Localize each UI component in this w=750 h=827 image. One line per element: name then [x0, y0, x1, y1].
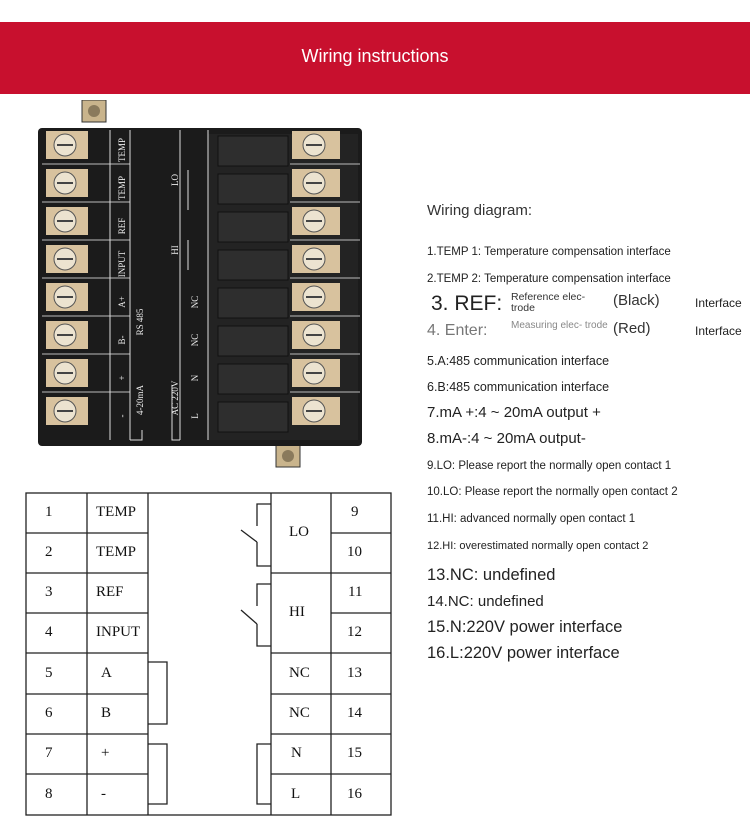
instruction-item-13: 13.NC: undefined — [427, 566, 556, 584]
device-label-temp1: TEMP — [117, 138, 127, 162]
device-label-minus: - — [117, 415, 127, 418]
device-label-ac220v: AC 220V — [170, 380, 180, 415]
instruction-item-12: 12.HI: overestimated normally open conta… — [427, 540, 649, 552]
table-label-minus: - — [101, 786, 106, 802]
device-label-lo: LO — [170, 174, 180, 186]
device-photo: TEMP TEMP REF INPUT A+ B- + - RS 485 4-2… — [30, 99, 370, 470]
instruction-item-9: 9.LO: Please report the normally open co… — [427, 460, 672, 472]
device-label-ref: REF — [117, 218, 127, 235]
table-num-2: 2 — [45, 544, 53, 560]
device-label-rs485: RS 485 — [135, 308, 145, 335]
table-label-temp2: TEMP — [96, 544, 137, 560]
instruction-item-3: 3. REF: Reference elec- trode (Black) In… — [427, 292, 747, 316]
wiring-table-grid — [25, 492, 392, 816]
table-label-a: A — [101, 665, 112, 681]
table-num-1: 1 — [45, 504, 53, 520]
enter-color: (Red) — [613, 320, 651, 337]
table-num-7: 7 — [45, 745, 53, 761]
table-label-temp1: TEMP — [96, 504, 137, 520]
device-label-input: INPUT — [117, 250, 127, 277]
table-label-n: N — [291, 745, 302, 761]
ref-description: Reference elec- trode — [511, 291, 586, 314]
table-label-input: INPUT — [96, 624, 141, 640]
instruction-item-10: 10.LO: Please report the normally open c… — [427, 486, 678, 498]
ref-interface: Interface — [695, 296, 742, 310]
table-num-14: 14 — [347, 705, 362, 721]
instruction-item-7: 7.mA +:4 ~ 20mA output + — [427, 404, 601, 421]
table-num-3: 3 — [45, 584, 53, 600]
right-terminals — [292, 131, 340, 425]
device-label-plus: + — [117, 375, 127, 380]
table-num-15: 15 — [347, 745, 362, 761]
relay-blocks — [217, 135, 289, 433]
bottom-clip-screw — [282, 450, 294, 462]
table-num-6: 6 — [45, 705, 53, 721]
controller-illustration: TEMP TEMP REF INPUT A+ B- + - RS 485 4-2… — [38, 99, 362, 468]
table-label-plus: + — [101, 745, 110, 761]
instruction-item-5: 5.A:485 communication interface — [427, 354, 610, 368]
table-num-5: 5 — [45, 665, 53, 681]
table-num-13: 13 — [347, 665, 362, 681]
table-num-12: 12 — [347, 624, 362, 640]
table-label-nc1: NC — [289, 665, 310, 681]
table-label-lo: LO — [289, 524, 309, 540]
wiring-table: 1 2 3 4 5 6 7 8 TEMP TEMP REF INPUT A B … — [25, 492, 395, 817]
instruction-item-6: 6.B:485 communication interface — [427, 380, 610, 394]
device-label-nc1: NC — [190, 296, 200, 309]
device-left-labels: TEMP TEMP REF INPUT A+ B- + - RS 485 4-2… — [117, 138, 200, 419]
table-num-16: 16 — [347, 786, 362, 802]
table-label-l: L — [291, 786, 301, 802]
left-terminals — [46, 131, 88, 425]
device-label-nc2: NC — [190, 334, 200, 347]
device-label-4-20ma: 4-20mA — [135, 385, 145, 415]
device-label-n: N — [190, 374, 200, 381]
device-label-a: A+ — [117, 296, 127, 308]
enter-label: 4. Enter: — [427, 322, 488, 339]
table-num-8: 8 — [45, 786, 53, 802]
page-title: Wiring instructions — [301, 46, 449, 66]
table-label-nc2: NC — [289, 705, 310, 721]
instruction-item-8: 8.mA-:4 ~ 20mA output- — [427, 430, 586, 447]
header-banner: Wiring instructions — [0, 22, 750, 94]
instruction-item-4: 4. Enter: Measuring elec- trode (Red) In… — [427, 320, 747, 344]
table-label-ref: REF — [96, 584, 124, 600]
table-num-11: 11 — [348, 584, 363, 600]
instruction-item-15: 15.N:220V power interface — [427, 618, 623, 636]
instruction-item-1: 1.TEMP 1: Temperature compensation inter… — [427, 246, 671, 258]
wiring-diagram-title: Wiring diagram: — [427, 202, 533, 219]
ref-color: (Black) — [613, 292, 660, 309]
table-num-10: 10 — [347, 544, 362, 560]
device-label-temp2: TEMP — [117, 176, 127, 200]
instruction-item-16: 16.L:220V power interface — [427, 644, 620, 662]
device-label-hi: HI — [170, 245, 180, 255]
top-clip-screw — [88, 105, 100, 117]
device-label-b: B- — [117, 335, 127, 344]
table-label-b: B — [101, 705, 112, 721]
instruction-item-11: 11.HI: advanced normally open contact 1 — [427, 513, 636, 525]
enter-description: Measuring elec- trode — [511, 320, 608, 331]
table-num-4: 4 — [45, 624, 53, 640]
instruction-item-2: 2.TEMP 2: Temperature compensation inter… — [427, 273, 671, 285]
device-label-l: L — [190, 413, 200, 419]
instruction-item-14: 14.NC: undefined — [427, 593, 544, 610]
enter-interface: Interface — [695, 324, 742, 338]
table-num-9: 9 — [351, 504, 359, 520]
label-panel — [109, 130, 209, 441]
terminal-dividers — [42, 163, 360, 393]
ref-label: 3. REF: — [431, 292, 503, 315]
table-label-hi: HI — [289, 604, 305, 620]
